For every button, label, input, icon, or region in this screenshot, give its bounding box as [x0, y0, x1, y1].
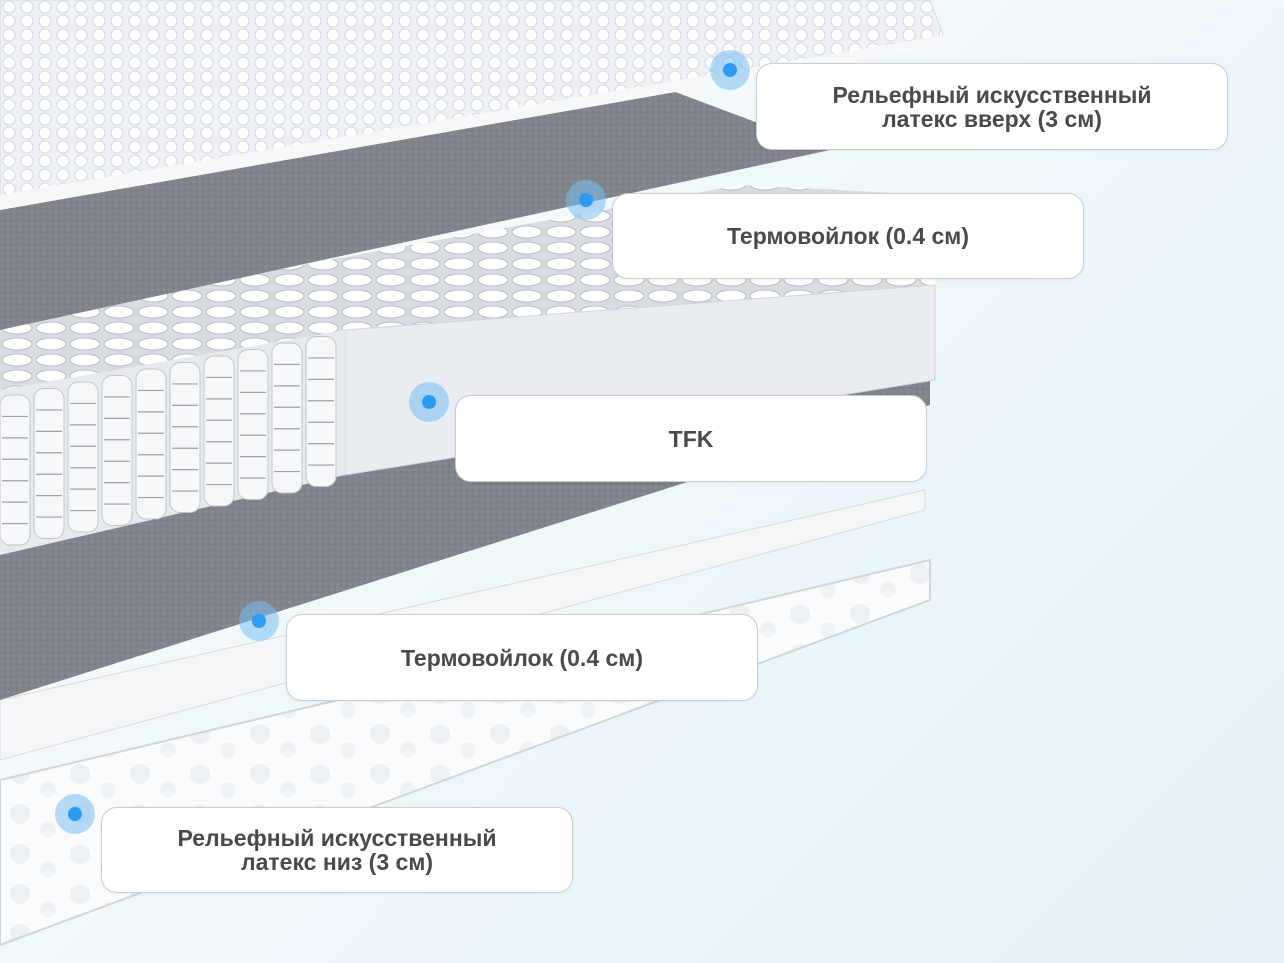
- label-latex-top-line2: латекс вверх (3 см): [882, 105, 1102, 132]
- spring-columns: [0, 336, 337, 546]
- label-felt-bottom: Термовойлок (0.4 см): [286, 614, 758, 701]
- spring-column: [0, 394, 31, 546]
- layer-marker-felt-bottom: [239, 601, 279, 641]
- spring-column: [33, 388, 65, 539]
- label-tfk: TFK: [455, 395, 927, 482]
- layer-marker-felt-top: [566, 180, 606, 220]
- label-felt-top: Термовойлок (0.4 см): [612, 193, 1084, 279]
- spring-column: [67, 381, 99, 533]
- spring-column: [169, 362, 201, 513]
- label-tfk-text: TFK: [668, 425, 714, 452]
- label-latex-bottom-line2: латекс низ (3 см): [240, 849, 433, 875]
- top-felt-layer: [0, 90, 830, 330]
- label-felt-bottom-text: Термовойлок (0.4 см): [401, 644, 643, 671]
- spring-column: [237, 349, 269, 500]
- top-latex-layer: [0, 0, 946, 210]
- spring-column: [271, 342, 303, 494]
- spring-column: [101, 375, 133, 526]
- layer-marker-latex-top: [710, 50, 750, 90]
- spring-column: [135, 368, 167, 520]
- label-latex-top: Рельефный искусственный латекс вверх (3 …: [756, 63, 1228, 150]
- layer-marker-tfk: [409, 382, 449, 422]
- spring-column: [203, 355, 235, 507]
- layer-marker-latex-bottom: [55, 794, 95, 834]
- label-latex-bottom-line1: Рельефный искусственный: [177, 825, 497, 851]
- label-latex-bottom: Рельефный искусственный латекс низ (3 см…: [101, 807, 573, 893]
- label-latex-top-line1: Рельефный искусственный: [832, 81, 1152, 108]
- label-felt-top-text: Термовойлок (0.4 см): [727, 223, 969, 249]
- spring-column: [305, 336, 337, 487]
